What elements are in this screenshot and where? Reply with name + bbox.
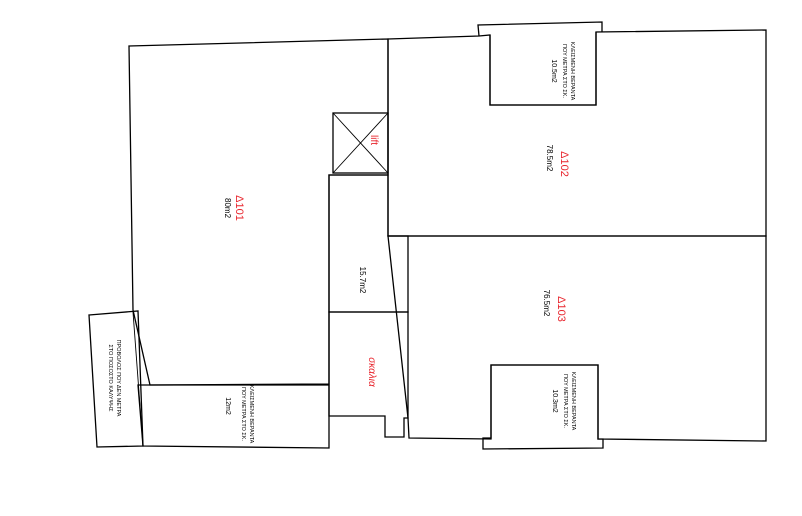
veranda-bottom-left-line2: ΠΟΥ ΜΕΤΡΑ ΣΤΟ ΣΚ.	[240, 387, 246, 441]
corridor-outline	[328, 174, 409, 313]
veranda-bottom-left-outline	[137, 384, 330, 449]
unit-d101-outline	[128, 38, 389, 386]
unit-d103-area: 76.5m2	[542, 290, 551, 317]
veranda-top-line1: ΚΛΕΙΣΜΕΝΗ ΒΕΡΑΝΤΑ	[569, 42, 575, 101]
veranda-bottom-right-line2: ΠΟΥ ΜΕΤΡΑ ΣΤΟ ΣΚ.	[562, 374, 568, 428]
lift-label: lift	[368, 135, 379, 145]
unit-d103-name: Δ103	[555, 296, 567, 322]
veranda-bottom-left-area: 12m2	[224, 397, 231, 415]
veranda-top-area: 10.5m2	[550, 59, 557, 82]
lift-box	[332, 112, 389, 174]
unit-d102-area: 78.5m2	[545, 145, 554, 172]
unit-d101-area: 80m2	[223, 198, 232, 219]
veranda-bottom-right-line1: ΚΛΕΙΣΜΕΝΗ ΒΕΡΑΝΤΑ	[570, 372, 576, 431]
unit-d103-outline	[387, 235, 767, 442]
stairs-label: σκαλια	[366, 357, 377, 387]
projection-divider	[132, 311, 144, 447]
projection-line1: ΠΡΟΒΟΛΟΣ ΠΟΥ ΔΕΝ ΜΕΤΡΑ	[115, 340, 121, 417]
veranda-bottom-right-outline	[482, 364, 604, 450]
projection-line2: ΣΤΟ ΠΟΣΟΣΤΟ ΚΑΛΥΨΗΣ	[107, 344, 113, 412]
unit-d101-name: Δ101	[233, 195, 245, 221]
corridor-area: 15.7m2	[358, 267, 367, 294]
veranda-bottom-right-area: 10.3m2	[551, 389, 558, 412]
stairs-outline	[328, 311, 409, 438]
veranda-top-line2: ΠΟΥ ΜΕΤΡΑ ΣΤΟ ΣΚ.	[561, 44, 567, 98]
veranda-top-outline	[477, 21, 603, 106]
unit-d102-outline	[387, 29, 767, 237]
unit-d102-name: Δ102	[558, 151, 570, 177]
lift-cross-2	[332, 112, 389, 174]
veranda-bottom-left-line1: ΚΛΕΙΣΜΕΝΗ ΒΕΡΑΝΤΑ	[248, 385, 254, 444]
